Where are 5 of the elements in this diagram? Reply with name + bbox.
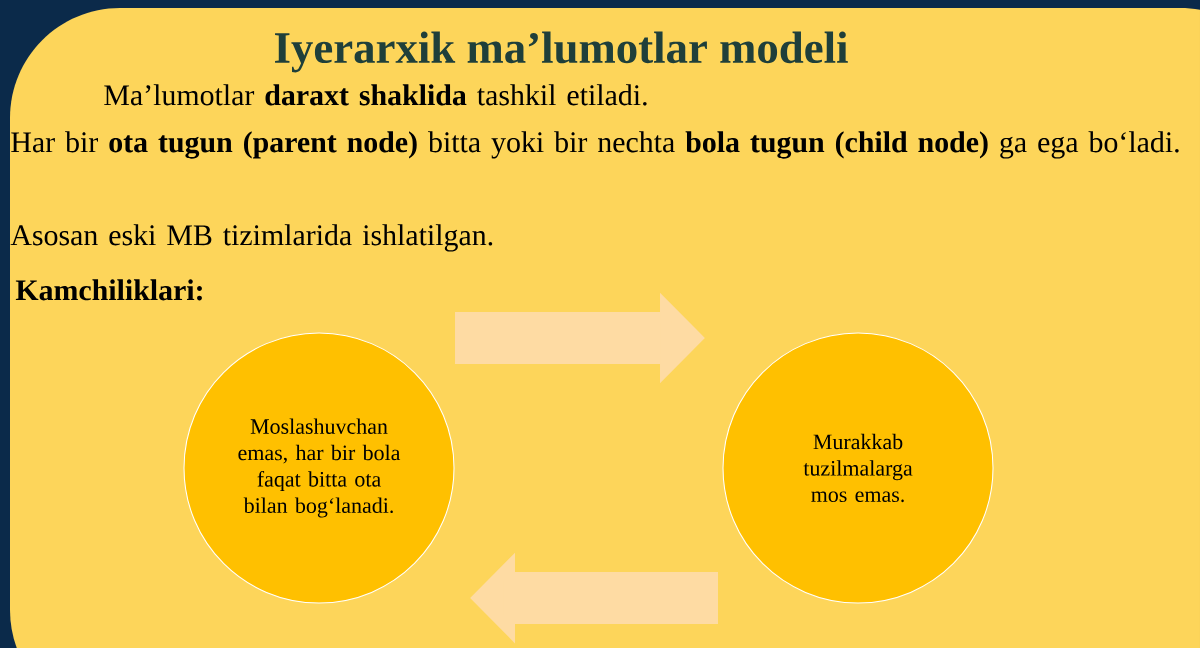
text-line: Kamchiliklari: [15, 279, 202, 301]
text-line: Ma’lumotlar daraxt shaklida tashkil etiladi. [104, 84, 647, 106]
text-line: Asosan eski MB tizimlarida ishlatilgan. [10, 224, 493, 252]
text-line: Har bir ota tugun (parent node) bitta yoki bir nechta bola tugun (child node) ga ega bo‘ladi. [11, 131, 1179, 159]
title: Iyerarxik ma’lumotlar modeli [275, 31, 848, 73]
